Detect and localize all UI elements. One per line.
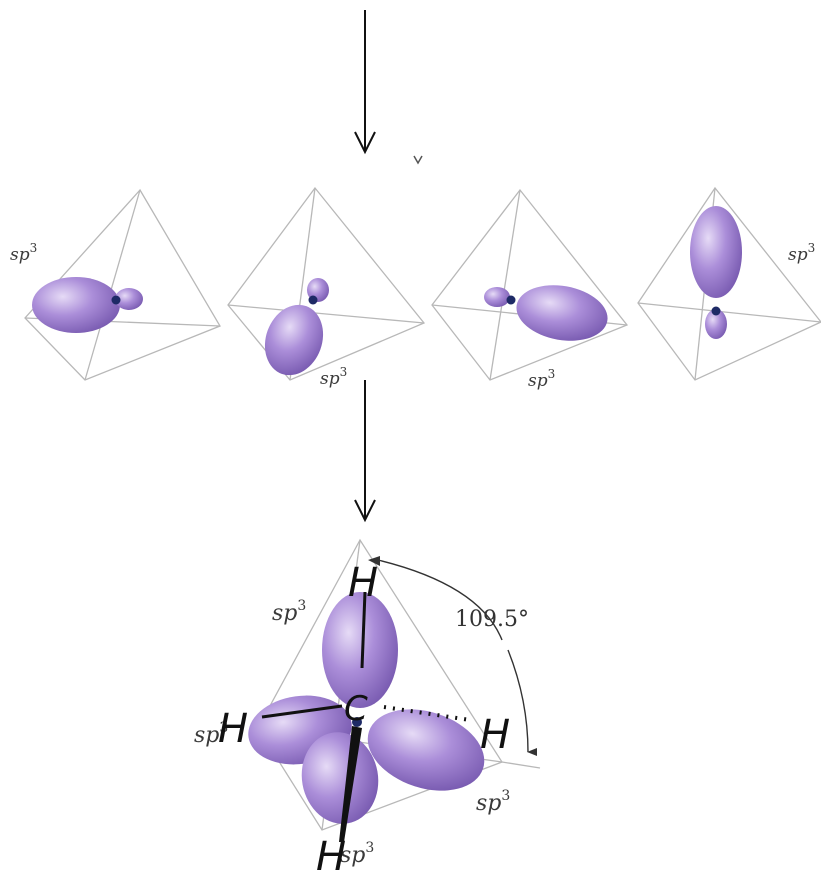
small-caret-mark	[413, 155, 423, 165]
hydrogen-bottom: H	[316, 834, 346, 876]
hydrogen-right: H	[480, 712, 510, 758]
sp3-lobe-bottom	[301, 732, 379, 824]
orbital-panel-4: sp3	[637, 186, 821, 381]
orbital-panel-3: sp3	[431, 188, 629, 391]
bond-top	[360, 591, 367, 669]
sp3-label-combined-bottom: sp3	[340, 840, 374, 868]
bond-bottom-wedge	[339, 726, 362, 842]
angle-arc	[377, 559, 503, 641]
top-arrow	[354, 10, 376, 155]
tetrahedron-frame-3	[431, 188, 629, 381]
sp3-label-combined-right: sp3	[476, 788, 510, 816]
nucleus-4	[711, 306, 721, 316]
carbon-atom-label: C	[344, 689, 368, 729]
angle-label: 109.5°	[455, 607, 529, 632]
hydrogen-top: H	[348, 560, 378, 606]
middle-arrow	[354, 380, 376, 523]
angle-arc-lower	[507, 649, 538, 756]
sp3-label-2: sp3	[320, 365, 347, 389]
sp3-orbital-4	[690, 206, 742, 339]
sp3-orbital-1	[32, 277, 143, 333]
bond-left	[261, 704, 343, 719]
orbital-panel-1: sp3	[10, 188, 221, 381]
sp3-label-3: sp3	[528, 367, 555, 391]
sp3-orbital-3	[484, 285, 608, 341]
combined-sp3-carbon: 109.5° sp3 sp3 sp3 sp3 C H H H H	[194, 538, 541, 876]
sp3-label-4: sp3	[788, 241, 815, 265]
orbital-panel-2: sp3	[227, 186, 426, 389]
sp3-label-1: sp3	[10, 241, 37, 265]
nucleus-3	[506, 295, 516, 305]
sp3-label-combined-left: sp3	[194, 720, 228, 748]
sp3-orbital-2	[264, 278, 329, 376]
nucleus-1	[111, 295, 121, 305]
sp3-lobe-top	[322, 592, 398, 708]
nucleus-2	[308, 295, 318, 305]
sp3-lobe-right	[367, 709, 485, 791]
carbon-nucleus	[352, 717, 362, 727]
tetrahedron-frame-combined	[257, 538, 541, 831]
sp3-label-combined-top: sp3	[272, 598, 306, 626]
angle-arrowhead-top	[368, 556, 380, 566]
hydrogen-left: H	[218, 706, 248, 752]
bond-right-hashed	[383, 705, 471, 722]
